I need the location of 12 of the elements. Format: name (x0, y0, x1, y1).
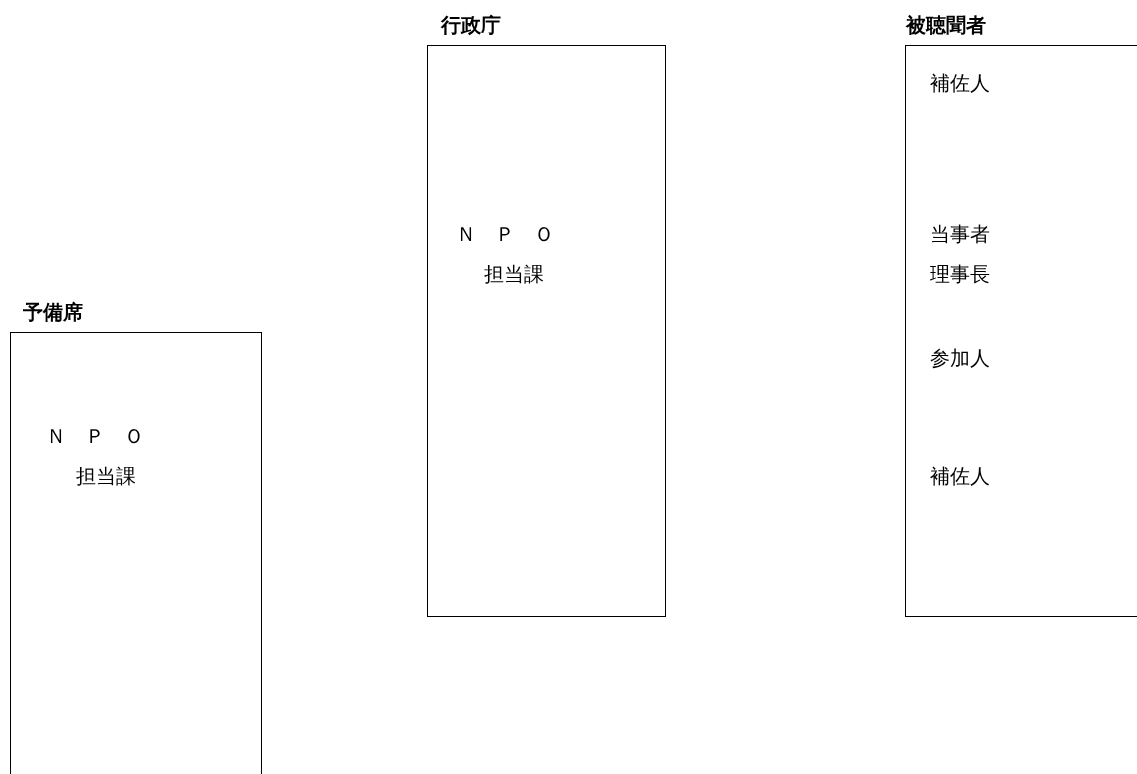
role-label: 担当課 (76, 463, 136, 490)
role-label: 担当課 (484, 261, 544, 288)
role-label: 当事者 (930, 221, 990, 248)
role-label: 補佐人 (930, 70, 990, 97)
area-heading: 被聴聞者 (906, 12, 986, 39)
area-heading: 行政庁 (441, 12, 501, 39)
role-label: 参加人 (930, 345, 990, 372)
area-heading: 予備席 (23, 299, 83, 326)
role-label: 理事長 (930, 261, 990, 288)
role-label: ＮＰＯ (46, 423, 163, 450)
role-label: 補佐人 (930, 463, 990, 490)
role-label: ＮＰＯ (456, 221, 573, 248)
